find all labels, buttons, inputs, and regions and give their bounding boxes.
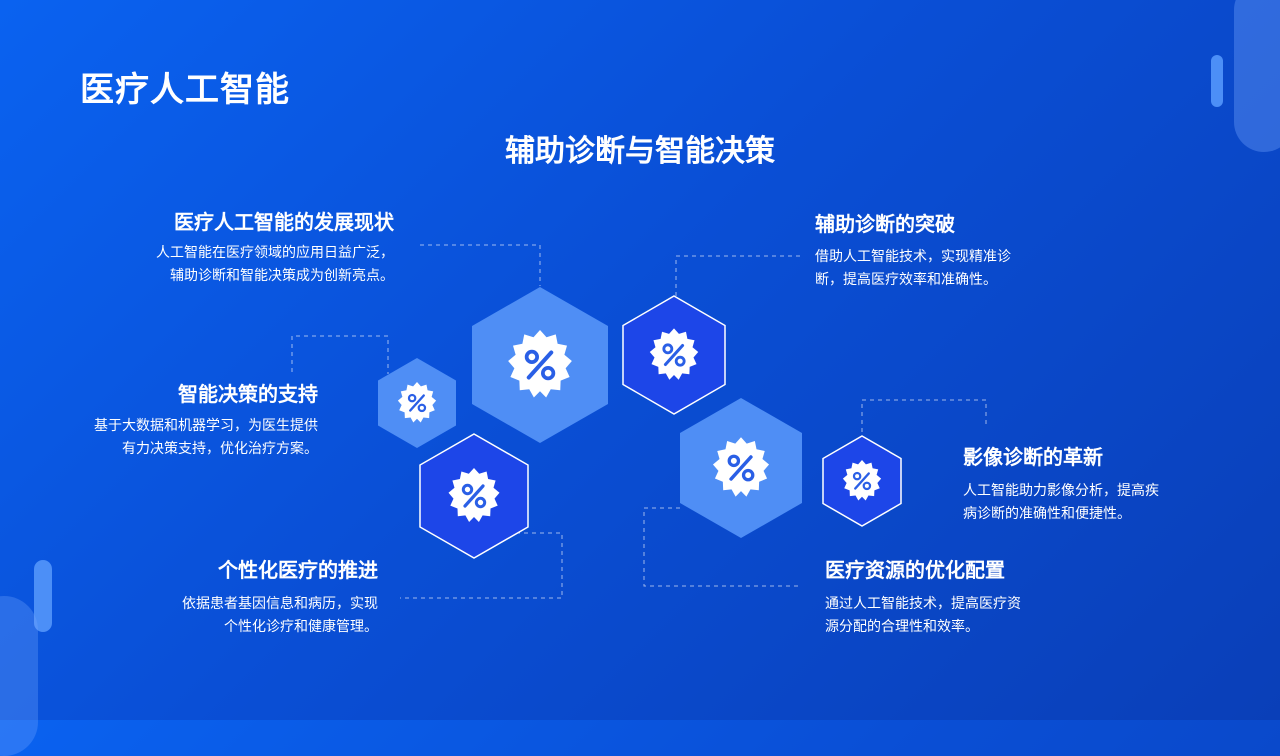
item-desc-imaging: 人工智能助力影像分析，提高疾 病诊断的准确性和便捷性。 bbox=[963, 480, 1159, 526]
item-desc-line: 通过人工智能技术，提高医疗资 bbox=[825, 596, 1021, 612]
item-desc-line: 个性化诊疗和健康管理。 bbox=[224, 619, 378, 635]
item-title-personalized: 个性化医疗的推进 bbox=[218, 558, 378, 582]
item-title-resources: 医疗资源的优化配置 bbox=[825, 558, 1005, 582]
hexagon-decision bbox=[378, 358, 456, 448]
item-desc-diagnosis: 借助人工智能技术，实现精准诊 断，提高医疗效率和准确性。 bbox=[815, 246, 1011, 292]
hexagon-resources bbox=[680, 398, 802, 538]
item-title-diagnosis: 辅助诊断的突破 bbox=[815, 212, 955, 236]
hexagon-diagnosis bbox=[622, 295, 726, 415]
page-title: 医疗人工智能 bbox=[80, 70, 290, 110]
item-desc-line: 断，提高医疗效率和准确性。 bbox=[815, 272, 997, 288]
item-desc-line: 基于大数据和机器学习，为医生提供 bbox=[94, 418, 318, 434]
hexagon-imaging bbox=[822, 435, 902, 527]
item-desc-decision: 基于大数据和机器学习，为医生提供 有力决策支持，优化治疗方案。 bbox=[94, 415, 318, 461]
item-title-development: 医疗人工智能的发展现状 bbox=[174, 210, 394, 234]
item-desc-line: 辅助诊断和智能决策成为创新亮点。 bbox=[170, 268, 394, 284]
item-desc-line: 人工智能助力影像分析，提高疾 bbox=[963, 483, 1159, 499]
item-title-imaging: 影像诊断的革新 bbox=[963, 445, 1103, 469]
decor-pill-top-right bbox=[1211, 55, 1223, 107]
item-desc-line: 有力决策支持，优化治疗方案。 bbox=[122, 441, 318, 457]
item-desc-line: 人工智能在医疗领域的应用日益广泛， bbox=[156, 245, 394, 261]
item-desc-line: 病诊断的准确性和便捷性。 bbox=[963, 506, 1131, 522]
item-desc-resources: 通过人工智能技术，提高医疗资 源分配的合理性和效率。 bbox=[825, 593, 1021, 639]
hexagon-diagram bbox=[291, 244, 987, 599]
hexagon-personalized bbox=[419, 433, 529, 559]
item-desc-personalized: 依据患者基因信息和病历，实现 个性化诊疗和健康管理。 bbox=[182, 593, 378, 639]
decor-pill-bottom-left bbox=[34, 560, 52, 632]
item-title-decision: 智能决策的支持 bbox=[178, 382, 318, 406]
hexagon-development bbox=[472, 287, 608, 443]
item-desc-development: 人工智能在医疗领域的应用日益广泛， 辅助诊断和智能决策成为创新亮点。 bbox=[156, 242, 394, 288]
item-desc-line: 源分配的合理性和效率。 bbox=[825, 619, 979, 635]
decor-bar-top-right bbox=[1234, 0, 1280, 152]
dashed-connectors bbox=[291, 244, 987, 599]
item-desc-line: 依据患者基因信息和病历，实现 bbox=[182, 596, 378, 612]
section-subtitle: 辅助诊断与智能决策 bbox=[505, 134, 775, 169]
item-desc-line: 借助人工智能技术，实现精准诊 bbox=[815, 249, 1011, 265]
